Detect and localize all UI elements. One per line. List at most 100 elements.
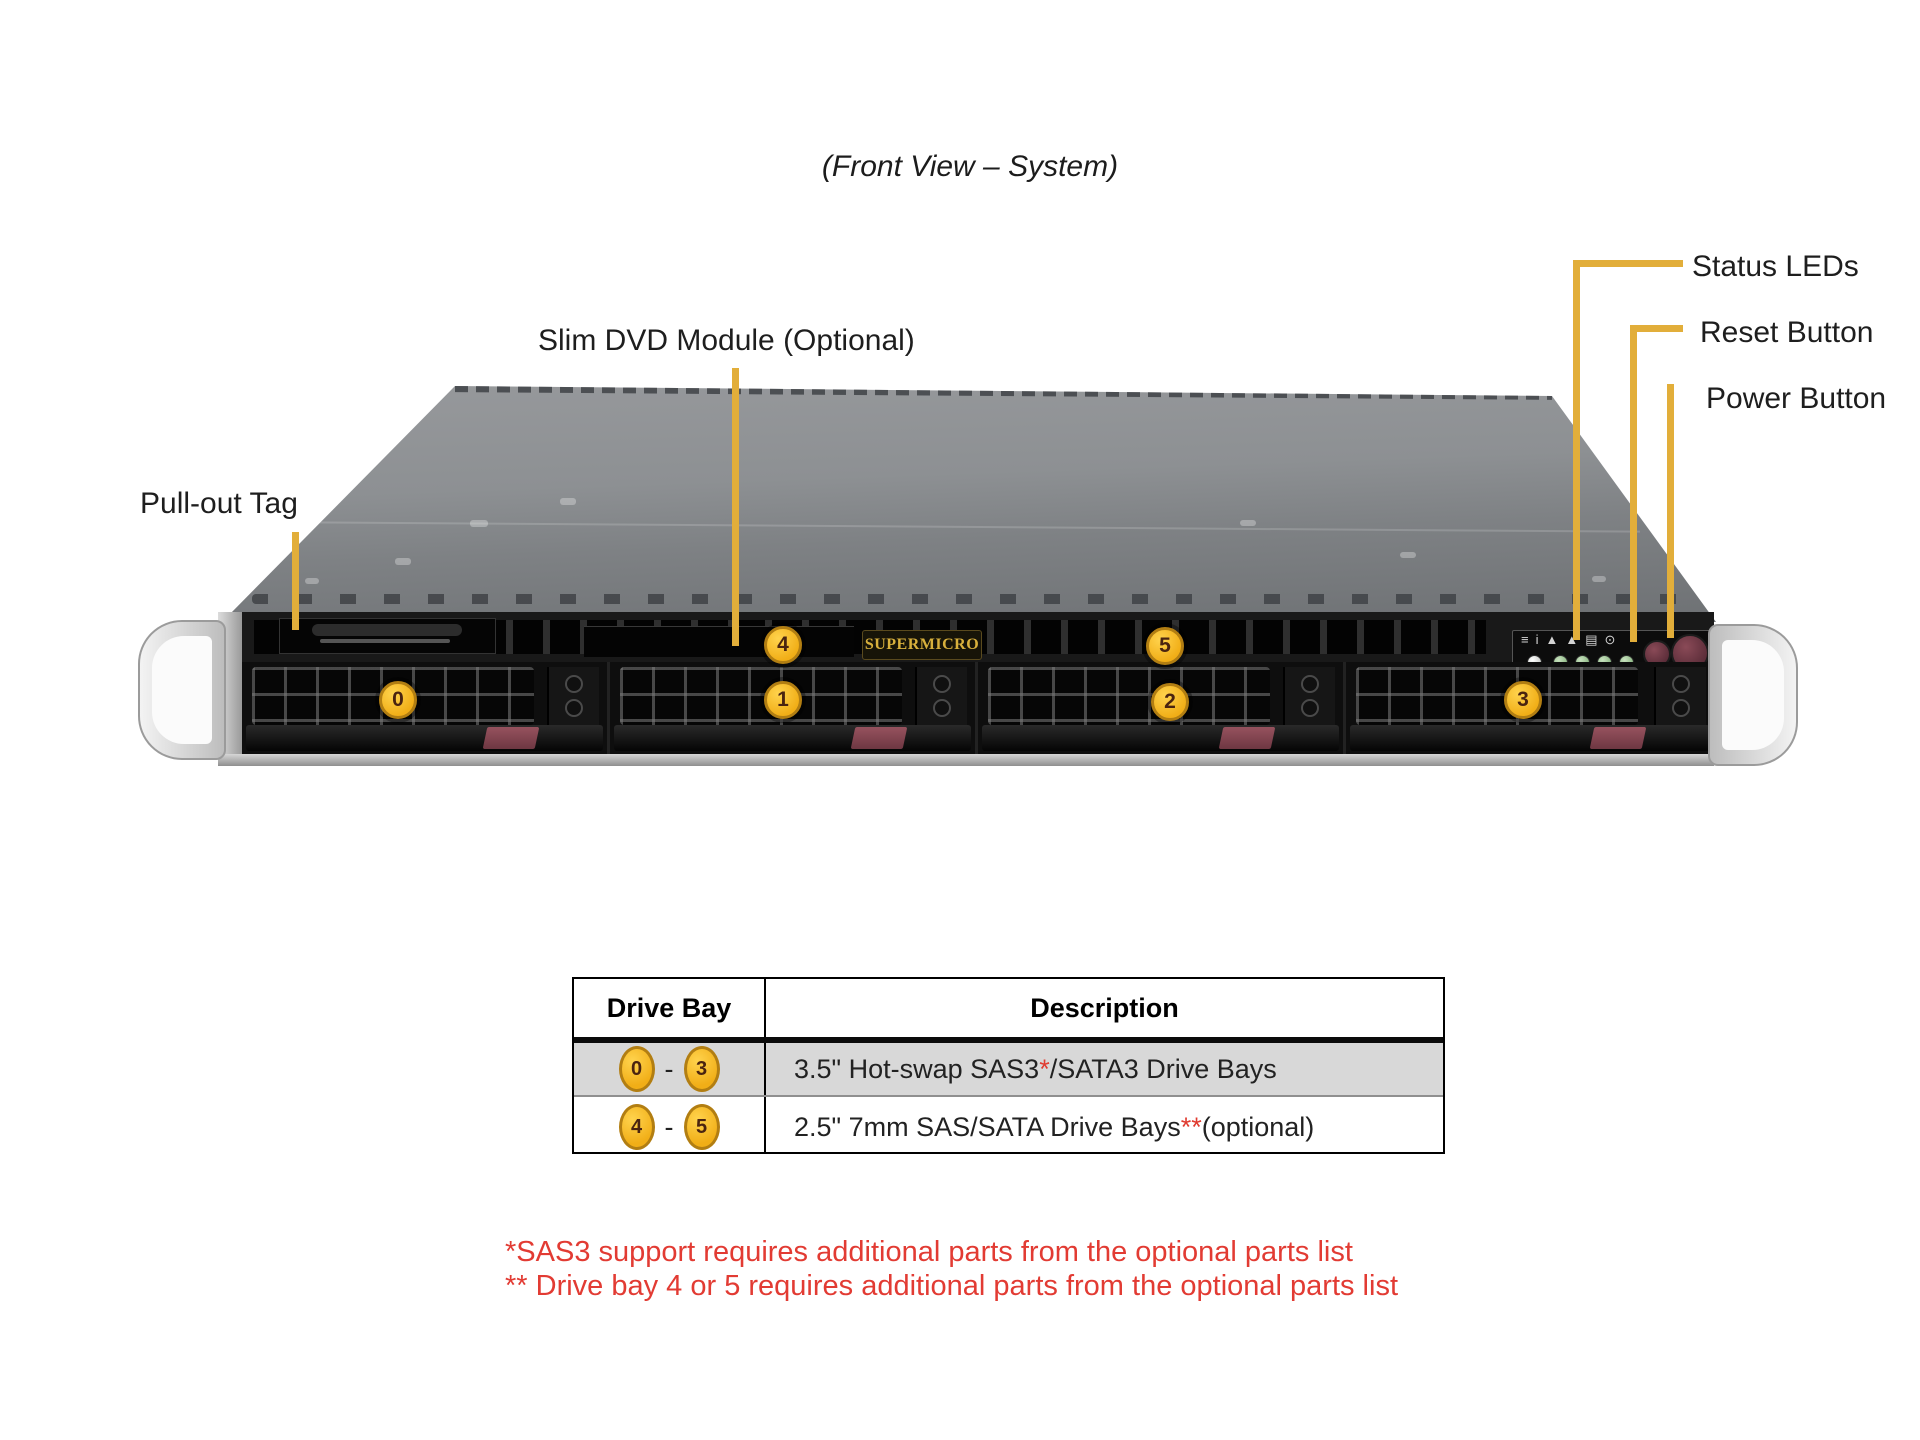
screw-detail: [1592, 576, 1606, 582]
latch-screw: [1672, 675, 1690, 693]
latch-screw: [565, 699, 583, 717]
latch-screw: [1672, 699, 1690, 717]
table-row-gap: [574, 1097, 1443, 1102]
footnote-sas3: *SAS3 support requires additional parts …: [505, 1236, 1353, 1268]
tray-lip: [246, 725, 603, 751]
callout-label-status-leds: Status LEDs: [1692, 250, 1859, 283]
tray-grille: [1356, 667, 1638, 725]
pull-out-tag-detail: [320, 639, 450, 643]
latch-screw: [933, 675, 951, 693]
footnote-marker: **: [1180, 1111, 1202, 1142]
callout-line-power-v: [1667, 384, 1674, 638]
chassis-top-seam: [310, 521, 1640, 533]
bay-marker-3: 3: [1504, 681, 1542, 719]
desc-text: 3.5" Hot-swap SAS3: [794, 1053, 1040, 1084]
supermicro-logo: SUPERMICRO: [862, 630, 982, 660]
tray-lip: [614, 725, 971, 751]
drive-tray-3: [1346, 662, 1714, 754]
rack-handle-left-face: [152, 636, 212, 744]
drive-tray-0: [242, 662, 610, 754]
bay-oval-5: 5: [683, 1104, 720, 1150]
table-cell-bays: 0 - 3: [574, 1043, 766, 1095]
bay-range-dash: -: [664, 1053, 674, 1084]
info-icon: i: [1535, 632, 1539, 647]
callout-label-reset-button: Reset Button: [1700, 316, 1874, 349]
chassis-front-face: SUPERMICRO ≡ i ▲ ▲ ▤ ⊙: [218, 612, 1732, 758]
table-header-description: Description: [1030, 992, 1179, 1023]
bay-marker-1: 1: [764, 681, 802, 719]
desc-text: 2.5" 7mm SAS/SATA Drive Bays: [794, 1111, 1181, 1142]
tray-release-lever: [1218, 727, 1276, 749]
pull-out-tag-tab: [312, 624, 462, 636]
tray-lip: [982, 725, 1339, 751]
table-cell-description: 2.5" 7mm SAS/SATA Drive Bays** (optional…: [766, 1102, 1443, 1152]
desc-text: /SATA3 Drive Bays: [1049, 1053, 1277, 1084]
tray-grille: [988, 667, 1270, 725]
callout-line-pull-out-tag: [292, 532, 299, 630]
tray-release-lever: [482, 727, 540, 749]
tray-lip: [1350, 725, 1710, 751]
latch-screw: [565, 675, 583, 693]
footnote-marker: *: [1039, 1053, 1050, 1084]
tray-latch: [915, 667, 967, 725]
bay-marker-4: 4: [764, 626, 802, 664]
figure-title: (Front View – System): [821, 150, 1119, 183]
overheat-icon: ▲: [1545, 632, 1559, 647]
desc-text: (optional): [1201, 1111, 1315, 1142]
chassis-front-vent-dashes: [252, 594, 1702, 604]
bay-oval-4: 4: [618, 1104, 655, 1150]
table-row: 4 - 5 2.5" 7mm SAS/SATA Drive Bays** (op…: [574, 1102, 1443, 1152]
chassis-rear-vent-edge: [454, 386, 1553, 400]
screw-detail: [395, 558, 411, 565]
table-header-row: Drive Bay Description: [574, 979, 1443, 1043]
latch-screw: [933, 699, 951, 717]
supermicro-logo-text: SUPERMICRO: [864, 636, 980, 653]
bay-marker-2: 2: [1151, 683, 1189, 721]
callout-line-status-v: [1573, 260, 1580, 640]
callout-line-dvd: [732, 368, 739, 646]
power-icon: ⊙: [1604, 632, 1616, 647]
rack-handle-right: [1708, 624, 1798, 766]
tray-latch: [1654, 667, 1706, 725]
bay-oval-3: 3: [683, 1046, 720, 1092]
chassis-bottom-edge: [218, 754, 1714, 766]
latch-screw: [1301, 675, 1319, 693]
screw-detail: [560, 498, 576, 505]
control-panel-icons: ≡ i ▲ ▲ ▤ ⊙: [1521, 632, 1615, 648]
dvd-module-slot: [584, 626, 854, 657]
callout-line-reset-h: [1630, 325, 1683, 332]
hdd-icon: ▤: [1585, 632, 1598, 647]
pull-out-tag-slot: [279, 618, 496, 654]
callout-label-power-button: Power Button: [1706, 382, 1887, 415]
chassis-top-surface: [228, 386, 1716, 622]
tray-grille: [620, 667, 902, 725]
callout-label-slim-dvd: Slim DVD Module (Optional): [538, 324, 915, 357]
rack-handle-right-face: [1722, 640, 1784, 750]
tray-release-lever: [850, 727, 908, 749]
drive-bay-table: Drive Bay Description 0 - 3 3.5" Hot-swa…: [572, 977, 1445, 1154]
callout-line-status-h: [1573, 260, 1683, 267]
nic-icon: ≡: [1521, 632, 1529, 647]
front-bezel: SUPERMICRO ≡ i ▲ ▲ ▤ ⊙: [242, 612, 1732, 678]
table-header-drive-bay: Drive Bay: [574, 979, 766, 1037]
rack-handle-left: [138, 620, 226, 760]
tray-latch: [547, 667, 599, 725]
screw-detail: [470, 520, 488, 527]
tray-latch: [1283, 667, 1335, 725]
callout-label-pull-out-tag: Pull-out Tag: [140, 487, 298, 520]
table-row: 0 - 3 3.5" Hot-swap SAS3*/SATA3 Drive Ba…: [574, 1043, 1443, 1097]
footnote-drive-bay: ** Drive bay 4 or 5 requires additional …: [505, 1270, 1398, 1302]
callout-line-reset-v: [1630, 325, 1637, 642]
table-cell-bays: 4 - 5: [574, 1102, 766, 1152]
screw-detail: [1400, 552, 1416, 558]
screw-detail: [1240, 520, 1256, 526]
table-cell-description: 3.5" Hot-swap SAS3*/SATA3 Drive Bays: [766, 1043, 1443, 1095]
bay-range-dash: -: [664, 1111, 674, 1142]
tray-release-lever: [1589, 727, 1647, 749]
table-gap-cell: [574, 1097, 766, 1102]
bay-marker-0: 0: [379, 681, 417, 719]
screw-detail: [305, 578, 319, 584]
latch-screw: [1301, 699, 1319, 717]
bay-oval-0: 0: [618, 1046, 655, 1092]
